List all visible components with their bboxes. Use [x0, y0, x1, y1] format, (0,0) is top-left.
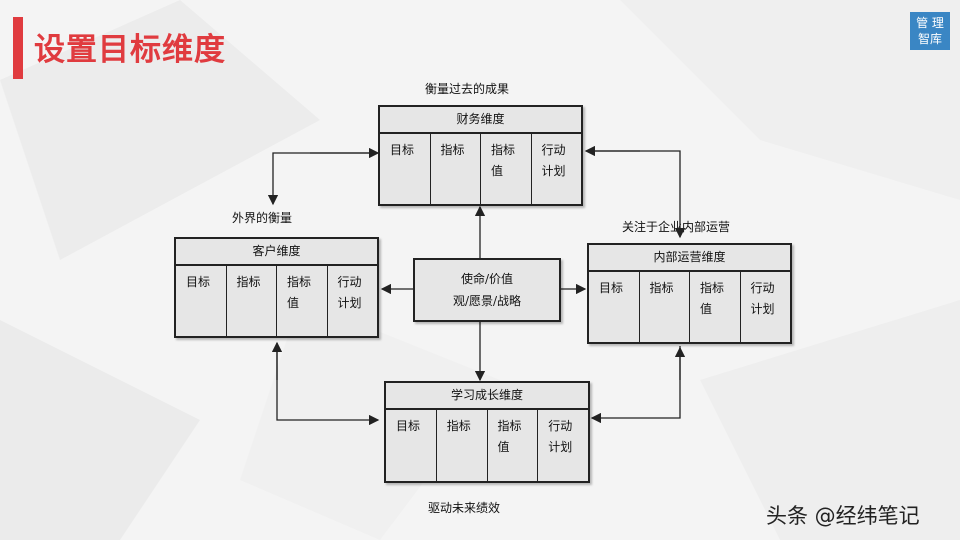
learning-cell-goal: 目标 [386, 410, 437, 481]
financial-box-title: 财务维度 [380, 107, 581, 134]
title-accent-bar [13, 17, 23, 79]
financial-cell-plan: 行动 计划 [541, 143, 566, 178]
financial-cell-value: 指标 值 [481, 134, 532, 204]
learning-box-title: 学习成长维度 [386, 383, 588, 410]
internal-cell-plan: 行动 计划 [750, 281, 775, 316]
internal-dimension-box: 内部运营维度 目标 指标 指标 值 行动 计划 [587, 243, 792, 344]
customer-cell-goal: 目标 [176, 266, 227, 336]
customer-cell-value: 指标 值 [277, 266, 328, 336]
logo-line-1: 管 理 [916, 16, 944, 30]
note-bottom: 驱动未来绩效 [428, 501, 501, 515]
internal-cell-value: 指标 值 [690, 272, 741, 342]
watermark-text: 头条 @经纬笔记 [766, 504, 920, 528]
note-left: 外界的衡量 [232, 211, 293, 225]
internal-box-title: 内部运营维度 [589, 245, 790, 272]
learning-cell-value: 指标 值 [488, 410, 539, 481]
note-right: 关注于企业内部运营 [622, 220, 731, 234]
learning-cell-plan: 行动 计划 [548, 419, 573, 454]
financial-cell-indicator: 指标 [431, 134, 481, 204]
customer-box-title: 客户维度 [176, 239, 377, 266]
page-title: 设置目标维度 [34, 32, 226, 68]
center-line-2: 观/愿景/战略 [452, 294, 522, 308]
arrow-financial-customer [267, 152, 376, 206]
arrow-internal-learning [590, 346, 681, 424]
customer-cell-plan: 行动 计划 [337, 275, 362, 310]
arrow-customer-learning [276, 345, 380, 426]
note-top: 衡量过去的成果 [425, 82, 510, 96]
brand-logo: 管 理 智库 [910, 12, 950, 50]
strategy-center-box: 使命/价值 观/愿景/战略 [413, 258, 561, 322]
financial-dimension-box: 财务维度 目标 指标 指标 值 行动 计划 [378, 105, 583, 206]
arrow-financial-internal [590, 150, 686, 239]
financial-cell-goal: 目标 [380, 134, 431, 204]
logo-line-2: 智库 [917, 32, 942, 46]
center-line-1: 使命/价值 [460, 272, 514, 286]
learning-cell-indicator: 指标 [437, 410, 488, 481]
customer-cell-indicator: 指标 [227, 266, 277, 336]
internal-cell-indicator: 指标 [640, 272, 690, 342]
customer-dimension-box: 客户维度 目标 指标 指标 值 行动 计划 [174, 237, 379, 338]
internal-cell-goal: 目标 [589, 272, 640, 342]
learning-dimension-box: 学习成长维度 目标 指标 指标 值 行动 计划 [384, 381, 590, 483]
